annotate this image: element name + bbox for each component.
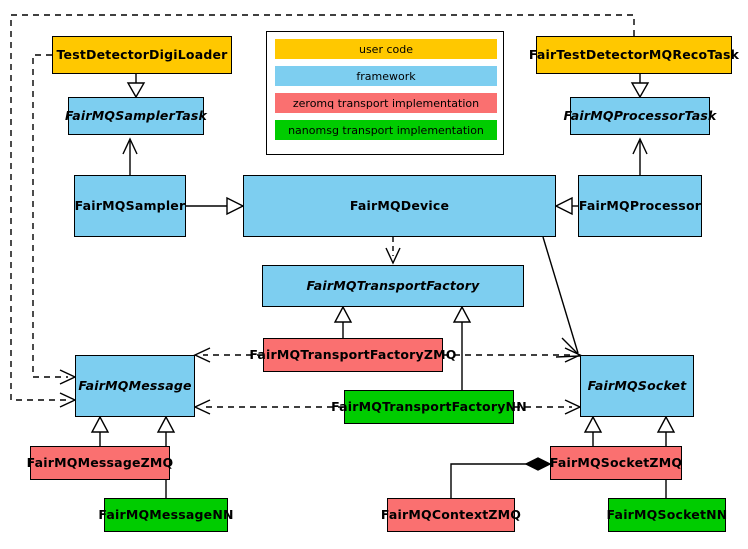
node-fairmqsampler[interactable]: FairMQSampler (74, 175, 186, 237)
edge-contextzmq-socketzmq (450, 457, 552, 498)
legend-panel: user code framework zeromq transport imp… (266, 31, 504, 155)
node-fairmqcontextzmq[interactable]: FairMQContextZMQ (381, 498, 521, 532)
node-fairmqdevice[interactable]: FairMQDevice (243, 175, 556, 237)
node-fairmqtransportfactorynn[interactable]: FairMQTransportFactoryNN (331, 390, 527, 424)
edge-recotask-message-head (59, 392, 77, 408)
edge-processor-device (554, 196, 578, 216)
edge-device-transportfactory (385, 237, 401, 265)
node-fairmqmessage[interactable]: FairMQMessage (75, 355, 195, 417)
node-fairmqprocessor[interactable]: FairMQProcessor (578, 175, 702, 237)
legend-item-framework: framework (275, 66, 497, 86)
legend-item-nanomsg: nanomsg transport implementation (275, 120, 497, 140)
node-fairmqtransportfactory[interactable]: FairMQTransportFactory (262, 265, 524, 307)
edge-tfnn-message (193, 399, 344, 415)
node-fairmqsocket[interactable]: FairMQSocket (580, 355, 694, 417)
node-fairmqsocketnn[interactable]: FairMQSocketNN (607, 498, 727, 532)
edge-device-socket (542, 236, 582, 358)
edge-digiloader-message (32, 54, 68, 378)
legend-item-zeromq: zeromq transport implementation (275, 93, 497, 113)
legend-item-user-code: user code (275, 39, 497, 59)
edge-recotask-processortask (630, 74, 650, 99)
node-fairtestdetectormqrecotask[interactable]: FairTestDetectorMQRecoTask (529, 36, 739, 74)
node-fairmqmessagezmq[interactable]: FairMQMessageZMQ (27, 446, 173, 480)
edge-socketzmq-socket (583, 415, 603, 446)
edge-processor-processortask (632, 137, 648, 175)
edge-tfzmq-socket (443, 347, 582, 363)
node-fairmqtransportfactoryzmq[interactable]: FairMQTransportFactoryZMQ (249, 338, 456, 372)
edge-digiloader-message-head (59, 369, 77, 385)
edge-tfzmq-transportfactory (333, 305, 353, 338)
edge-sampler-device (186, 196, 245, 216)
node-fairmqsamplertask[interactable]: FairMQSamplerTask (65, 97, 207, 135)
edge-messagezmq-message (90, 415, 110, 446)
edge-sampler-samplertask (122, 137, 138, 175)
node-fairmqprocessortask[interactable]: FairMQProcessorTask (563, 97, 716, 135)
node-fairmqsocketzmq[interactable]: FairMQSocketZMQ (550, 446, 682, 480)
node-fairmqmessagenn[interactable]: FairMQMessageNN (98, 498, 233, 532)
edge-digiloader-samplertask (126, 74, 146, 99)
node-testdetectordigiloader[interactable]: TestDetectorDigiLoader (52, 36, 232, 74)
